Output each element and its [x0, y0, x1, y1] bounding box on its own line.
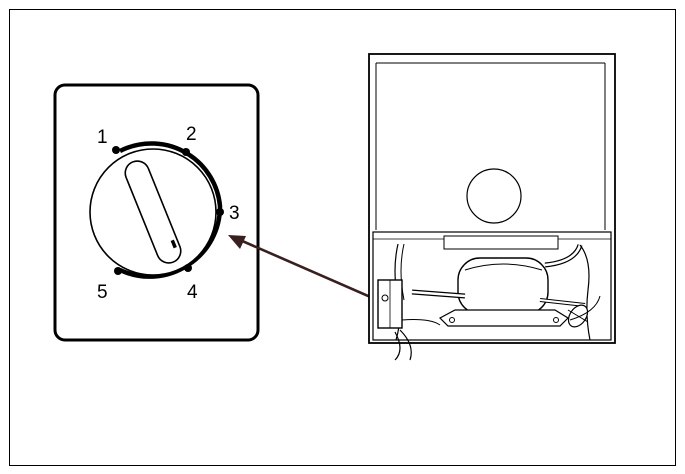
cabinet-port — [466, 168, 522, 224]
pipe-right-loop-core — [544, 244, 582, 267]
arrow-head — [228, 235, 246, 249]
filter-stripe — [567, 309, 589, 323]
mount-bolt-left — [449, 317, 455, 323]
pipe-suction-core — [411, 290, 466, 298]
compressor-base — [439, 309, 569, 327]
compressor-body — [457, 257, 549, 315]
pipe-right-down — [579, 244, 591, 341]
outer-frame — [9, 9, 676, 466]
capillary-tube — [401, 319, 441, 326]
position-dot-1 — [112, 146, 120, 154]
refrigerator-compressor-icon — [368, 53, 616, 361]
thermostat-panel: 1 2 3 4 5 — [53, 83, 260, 342]
position-label-4: 4 — [187, 282, 198, 303]
thermostat-knob-small — [381, 294, 389, 302]
dial-handle[interactable] — [122, 157, 185, 266]
arrow-shaft — [239, 238, 383, 304]
position-dot-5 — [114, 267, 122, 275]
position-label-1: 1 — [97, 127, 108, 148]
mount-bolt-right — [553, 317, 559, 323]
position-dot-4 — [184, 264, 192, 272]
scale-arc — [118, 141, 223, 279]
power-cable-2 — [394, 331, 401, 361]
pipe-left-inner — [400, 243, 405, 301]
dial-indicator — [170, 239, 177, 249]
pointer-arrow-icon — [228, 235, 383, 304]
position-label-5: 5 — [97, 282, 108, 303]
top-bracket — [443, 235, 559, 250]
position-dot-2 — [182, 148, 190, 156]
compressor-dome — [464, 263, 543, 271]
pipe-discharge-core — [539, 299, 586, 306]
wire-right — [569, 295, 601, 321]
position-label-3: 3 — [229, 203, 240, 224]
position-dot-3 — [216, 208, 224, 216]
position-label-2: 2 — [186, 124, 197, 145]
thermostat-dial-icon[interactable] — [89, 148, 217, 276]
power-cable-1 — [399, 329, 412, 361]
